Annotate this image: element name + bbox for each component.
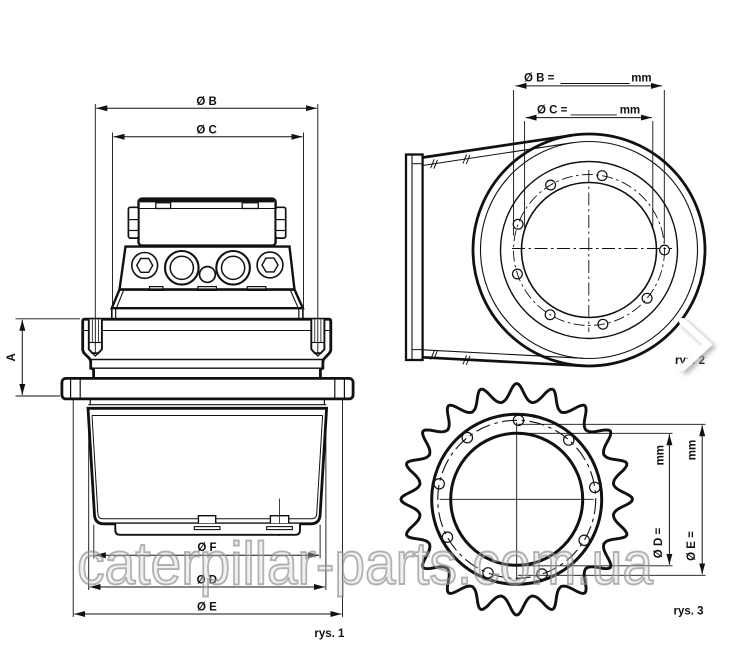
svg-text:Ø C: Ø C: [196, 125, 216, 137]
svg-text:Ø D =: Ø D =: [653, 528, 665, 559]
svg-text:Ø C =: Ø C =: [537, 104, 568, 116]
svg-text:Ø E: Ø E: [197, 602, 217, 614]
svg-text:mm: mm: [655, 445, 667, 465]
svg-text:Ø D: Ø D: [197, 575, 217, 587]
svg-text:Ø B: Ø B: [196, 96, 216, 108]
svg-text:A: A: [6, 353, 18, 361]
svg-text:Ø B =: Ø B =: [524, 73, 555, 85]
svg-text:mm: mm: [687, 440, 699, 460]
svg-text:Ø E =: Ø E =: [686, 531, 698, 561]
svg-text:caterpillar-parts.com.ua: caterpillar-parts.com.ua: [77, 530, 654, 597]
svg-text:mm: mm: [631, 73, 651, 85]
svg-text:rys. 3: rys. 3: [673, 606, 703, 618]
svg-text:mm: mm: [620, 104, 640, 116]
svg-text:Ø F: Ø F: [197, 542, 216, 554]
svg-text:rys. 1: rys. 1: [314, 628, 345, 640]
